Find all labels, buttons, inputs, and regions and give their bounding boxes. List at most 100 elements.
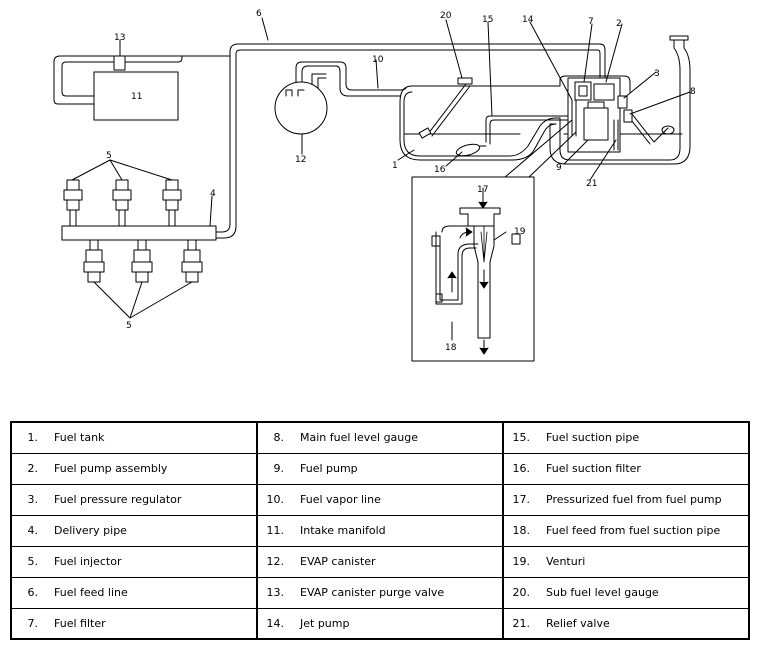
- legend-label: Sub fuel level gauge: [546, 586, 659, 599]
- legend-number: 7.: [27, 616, 39, 630]
- legend-number: 17.: [512, 493, 531, 506]
- intake-manifold: [93, 71, 179, 121]
- legend-cell: 21. Relief valve: [502, 607, 750, 640]
- legend-cell: 4. Delivery pipe: [10, 514, 258, 547]
- callout-6: 6: [256, 9, 262, 19]
- legend-label: Fuel pump assembly: [54, 462, 168, 475]
- purge-hose: [61, 57, 183, 97]
- fuel-suction-pipe: [485, 115, 573, 145]
- legend-cell: 13. EVAP canister purge valve: [256, 576, 504, 609]
- legend-cell: 2. Fuel pump assembly: [10, 452, 258, 485]
- callout-19: 19: [514, 227, 526, 237]
- evap-canister-purge-valve: [113, 55, 126, 71]
- fuel-tank: [399, 37, 691, 165]
- fuel-pump: [583, 107, 609, 141]
- legend-row: 2. Fuel pump assembly 9. Fuel pump 16. Fuel s…: [10, 452, 750, 485]
- relief-valve: [613, 119, 619, 151]
- legend-cell: 7. Fuel filter: [10, 607, 258, 640]
- legend-label: Fuel injector: [54, 555, 122, 568]
- legend-number: 4.: [27, 524, 39, 537]
- legend-number: 19.: [512, 555, 531, 568]
- legend-label: EVAP canister purge valve: [300, 586, 445, 599]
- legend-number: 9.: [273, 462, 285, 475]
- legend-label: Fuel tank: [54, 431, 105, 445]
- fuel-injector-lower-1: [83, 239, 105, 283]
- callout-7: 7: [588, 17, 594, 27]
- legend-number: 11.: [266, 524, 285, 537]
- callout-15: 15: [482, 15, 493, 25]
- legend-cell: 11.Intake manifold: [256, 514, 504, 547]
- legend-number: 18.: [512, 524, 531, 537]
- legend-cell: 17. Pressurized fuel from fuel pump: [502, 483, 750, 516]
- legend-cell: 15.Fuel suction pipe: [502, 421, 750, 454]
- callout-2: 2: [616, 19, 622, 29]
- callout-13: 13: [114, 33, 125, 43]
- legend-cell: 9. Fuel pump: [256, 452, 504, 485]
- legend-number: 2.: [27, 462, 39, 475]
- fuel-feed-line: [229, 43, 606, 79]
- legend-cell: 20. Sub fuel level gauge: [502, 576, 750, 609]
- fuel-injector-upper-3: [162, 179, 182, 227]
- callout-10: 10: [372, 55, 384, 65]
- callout-5-top: 5: [106, 151, 112, 161]
- evap-canister: [274, 81, 328, 135]
- legend-cell: 19. Venturi: [502, 545, 750, 578]
- callout-4: 4: [210, 189, 216, 199]
- legend-label: Main fuel level gauge: [300, 431, 419, 445]
- legend-number: 3.: [27, 493, 39, 506]
- fuel-system-diagram: 1 2 3 4 5 5 6 7 8 9 10 11 12 13 14 15 16…: [53, 9, 696, 362]
- callout-5-bottom: 5: [126, 321, 132, 331]
- legend-label: Delivery pipe: [54, 524, 127, 537]
- legend-cell: 16. Fuel suction filter: [502, 452, 750, 485]
- legend-number: 5.: [27, 555, 39, 568]
- legend-number: 12.: [266, 555, 285, 568]
- fuel-pressure-regulator: [617, 95, 628, 109]
- callout-11: 11: [131, 92, 142, 102]
- legend-label: Pressurized fuel from fuel pump: [546, 493, 722, 506]
- legend-cell: 3. Fuel pressure regulator: [10, 483, 258, 516]
- legend-number: 1.: [27, 431, 39, 445]
- legend-cell: 18. Fuel feed from fuel suction pipe: [502, 514, 750, 547]
- callout-17: 17: [477, 185, 488, 195]
- legend-label: Venturi: [546, 555, 586, 568]
- fuel-injector-lower-3: [181, 239, 203, 283]
- legend-number: 14.: [266, 616, 285, 630]
- fuel-filter: [574, 81, 592, 101]
- legend-number: 13.: [266, 586, 285, 599]
- callout-12: 12: [295, 155, 306, 165]
- fuel-suction-filter: [455, 143, 481, 157]
- callout-20: 20: [440, 11, 452, 21]
- callout-21: 21: [586, 179, 597, 189]
- legend-cell: 1. Fuel tank: [10, 421, 258, 454]
- legend-label: Fuel vapor line: [300, 493, 381, 506]
- callout-16: 16: [434, 165, 446, 175]
- fuel-injector-upper-2: [112, 179, 132, 227]
- legend-label: Fuel pump: [300, 462, 358, 475]
- delivery-pipe: [61, 225, 217, 241]
- fuel-injector-upper-1: [63, 179, 83, 227]
- legend-label: Fuel suction pipe: [546, 431, 640, 445]
- callout-18: 18: [445, 343, 457, 353]
- fuel-injector-lower-2: [131, 239, 153, 283]
- legend-label: Fuel filter: [54, 616, 106, 630]
- legend-number: 16.: [512, 462, 531, 475]
- jet-pump-detail-inset: [411, 176, 535, 362]
- legend-label: Fuel pressure regulator: [54, 493, 182, 506]
- legend-cell: 5. Fuel injector: [10, 545, 258, 578]
- fuel-vapor-line: [295, 61, 407, 91]
- legend-label: Fuel suction filter: [546, 462, 641, 475]
- callout-3: 3: [654, 69, 660, 79]
- legend-row: 4. Delivery pipe 11.Intake manifold 18. Fuel…: [10, 514, 750, 547]
- legend-label: Fuel feed from fuel suction pipe: [546, 524, 721, 537]
- legend-label: Relief valve: [546, 616, 610, 630]
- callout-9: 9: [556, 163, 562, 173]
- legend-number: 21.: [512, 616, 531, 630]
- callout-1: 1: [392, 161, 398, 171]
- legend-number: 20.: [512, 586, 531, 599]
